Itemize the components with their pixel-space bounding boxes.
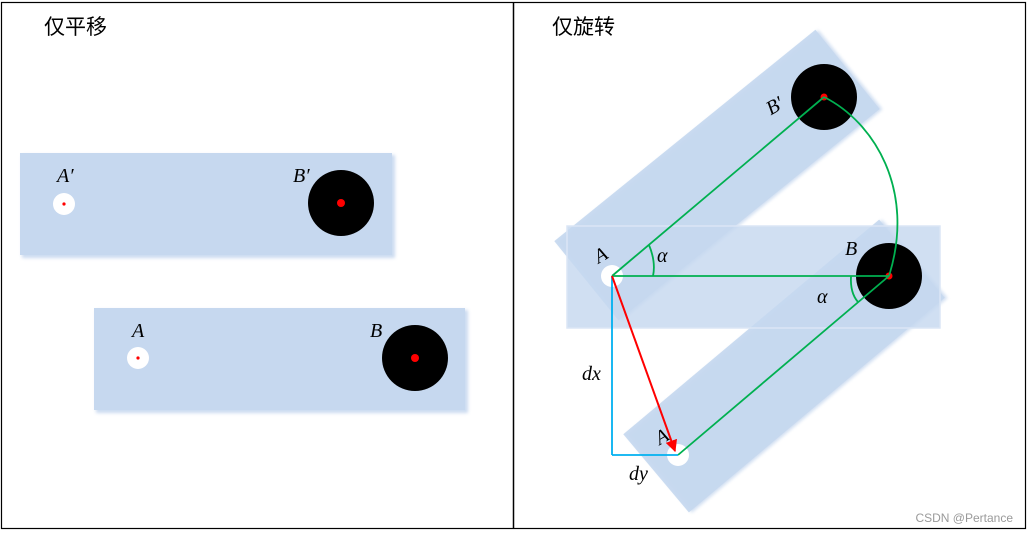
- rotation-lines: [611, 96, 899, 456]
- label-b: B: [370, 320, 382, 342]
- center-dot-b: [411, 354, 419, 362]
- label-alpha-top: α: [657, 245, 668, 267]
- center-dot-a: [136, 356, 140, 360]
- left-panel-title: 仅平移: [44, 15, 107, 39]
- dx-dy-lines: [611, 276, 678, 456]
- label-dy: dy: [629, 463, 648, 485]
- label-b-prime: B′: [293, 165, 310, 187]
- watermark: CSDN @Pertance: [915, 511, 1013, 525]
- label-alpha-bottom: α: [817, 286, 828, 308]
- translation-vector-arrow: [611, 275, 677, 453]
- label-a-prime: A′: [55, 165, 74, 187]
- label-dx: dx: [582, 363, 601, 385]
- label-a: A: [130, 320, 145, 342]
- center-dot-a-prime: [62, 202, 66, 206]
- right-panel-title: 仅旋转: [552, 15, 615, 39]
- label-b-mid: B: [845, 238, 857, 260]
- center-dot-b-prime: [337, 199, 345, 207]
